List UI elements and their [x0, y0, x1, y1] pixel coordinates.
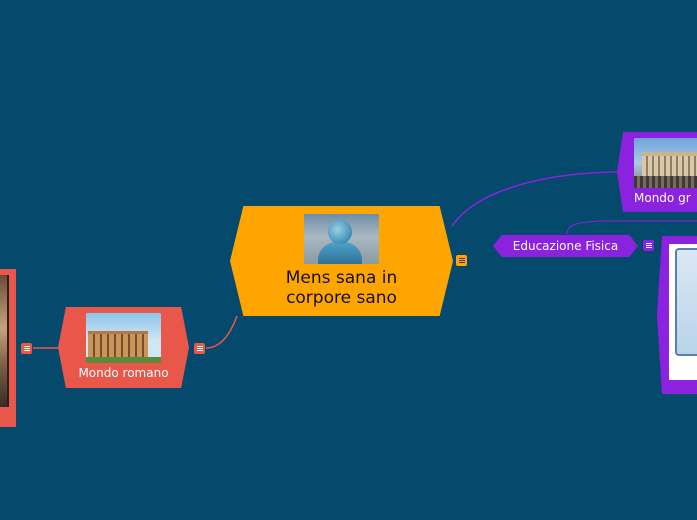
colosseum-image — [86, 313, 161, 363]
zeus-statue-image — [304, 214, 379, 264]
central-topic[interactable]: Mens sana in corpore sano — [230, 206, 453, 316]
document-image — [675, 248, 697, 356]
edu-collapse-toggle-icon[interactable] — [643, 240, 654, 251]
node-mondo-romano-label: Mondo romano — [78, 366, 169, 380]
left-node-toggle-icon[interactable] — [21, 343, 32, 354]
node-mondo-romano[interactable]: Mondo romano — [58, 307, 189, 388]
left-clipped-node[interactable] — [0, 269, 16, 427]
parthenon-image — [634, 138, 697, 188]
link-central-greek — [451, 171, 621, 227]
roman-collapse-toggle-icon[interactable] — [194, 343, 205, 354]
node-educazione-fisica[interactable]: Educazione Fisica — [493, 235, 638, 257]
central-collapse-toggle-icon[interactable] — [456, 255, 467, 266]
node-mondo-greco-label: Mondo gr — [634, 191, 691, 205]
right-clipped-node[interactable] — [657, 236, 697, 394]
link-central-roman — [205, 315, 238, 349]
right-node-image-frame — [669, 244, 697, 380]
node-educazione-fisica-label: Educazione Fisica — [512, 239, 619, 253]
node-mondo-greco[interactable]: Mondo gr — [617, 132, 697, 212]
central-topic-title: Mens sana in corpore sano — [285, 268, 398, 308]
link-greek-edu — [566, 220, 697, 235]
left-node-image — [0, 275, 9, 407]
